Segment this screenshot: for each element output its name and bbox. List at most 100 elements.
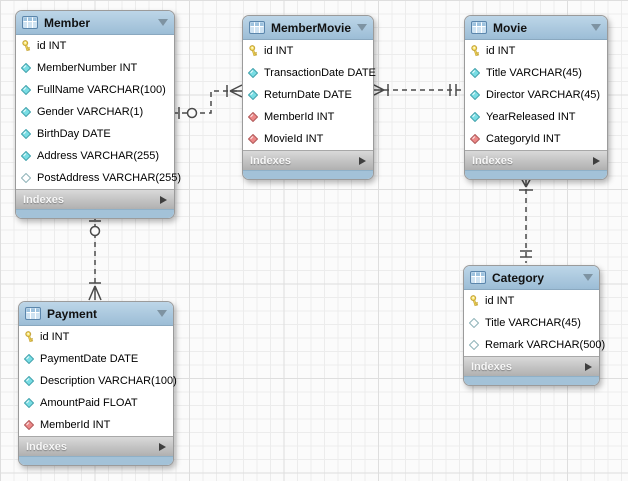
column-row[interactable]: Description VARCHAR(100): [19, 370, 177, 392]
indexes-section[interactable]: Indexes: [19, 436, 173, 456]
column-label: CategoryId INT: [486, 133, 561, 145]
indexes-label: Indexes: [26, 440, 67, 453]
column-label: MemberId INT: [40, 419, 111, 431]
column-label: Title VARCHAR(45): [486, 67, 582, 79]
column-row[interactable]: PostAddress VARCHAR(255): [16, 167, 181, 189]
indexes-section[interactable]: Indexes: [464, 356, 599, 376]
relationship-member-membermovie[interactable]: [173, 84, 243, 119]
table-icon: [471, 21, 487, 34]
column-row[interactable]: id INT: [465, 40, 607, 62]
indexes-section[interactable]: Indexes: [16, 189, 174, 209]
column-row[interactable]: MemberId INT: [243, 106, 373, 128]
column-row[interactable]: id INT: [19, 326, 173, 348]
column-icon: [21, 151, 32, 161]
column-label: id INT: [264, 45, 294, 57]
column-label: ReturnDate DATE: [264, 89, 352, 101]
column-list: id INT PaymentDate DATE Description VARC…: [19, 326, 177, 436]
collapse-triangle-icon[interactable]: [357, 24, 368, 31]
table-header[interactable]: Category: [464, 266, 599, 290]
collapse-triangle-icon[interactable]: [158, 19, 168, 26]
column-nullable-icon: [469, 340, 480, 350]
column-row[interactable]: ReturnDate DATE: [243, 84, 373, 106]
column-label: MemberId INT: [264, 111, 335, 123]
column-row[interactable]: AmountPaid FLOAT: [19, 392, 173, 414]
column-row[interactable]: Title VARCHAR(45): [465, 62, 607, 84]
column-icon: [470, 90, 481, 100]
table-header[interactable]: Movie: [465, 16, 607, 40]
foreign-key-icon: [248, 112, 259, 122]
column-row[interactable]: BirthDay DATE: [16, 123, 174, 145]
column-label: YearReleased INT: [486, 111, 576, 123]
table-movie[interactable]: Movie id INT Title VARCHAR(45): [464, 15, 608, 180]
table-category[interactable]: Category id INT Title VARCHAR(45) Remark: [463, 265, 605, 386]
column-row[interactable]: CategoryId INT: [465, 128, 607, 150]
table-icon: [22, 16, 38, 29]
column-label: FullName VARCHAR(100): [37, 84, 166, 96]
column-label: BirthDay DATE: [37, 128, 111, 140]
foreign-key-icon: [248, 134, 259, 144]
table-title: MemberMovie: [271, 20, 352, 35]
expand-arrow-icon: [159, 442, 166, 451]
column-label: id INT: [40, 331, 70, 343]
column-label: PostAddress VARCHAR(255): [37, 172, 182, 184]
column-label: Description VARCHAR(100): [40, 375, 177, 387]
table-icon: [470, 271, 486, 284]
column-label: Remark VARCHAR(500): [485, 339, 606, 351]
column-row[interactable]: PaymentDate DATE: [19, 348, 173, 370]
relationship-category-movie[interactable]: [519, 175, 533, 263]
primary-key-icon: [24, 331, 35, 343]
column-row[interactable]: id INT: [16, 35, 174, 57]
column-row[interactable]: FullName VARCHAR(100): [16, 79, 174, 101]
table-header[interactable]: Member: [16, 11, 174, 35]
column-label: AmountPaid FLOAT: [40, 397, 138, 409]
table-membermovie[interactable]: MemberMovie id INT TransactionDate DATE: [242, 15, 376, 180]
indexes-label: Indexes: [472, 154, 513, 167]
column-row[interactable]: MovieId INT: [243, 128, 373, 150]
column-label: id INT: [37, 40, 67, 52]
primary-key-icon: [470, 45, 481, 57]
column-label: Gender VARCHAR(1): [37, 106, 144, 118]
foreign-key-icon: [24, 420, 35, 430]
collapse-triangle-icon[interactable]: [583, 274, 593, 281]
column-icon: [470, 112, 481, 122]
table-title: Payment: [47, 306, 98, 321]
relationship-member-payment[interactable]: [88, 215, 102, 301]
column-label: TransactionDate DATE: [264, 67, 376, 79]
expand-arrow-icon: [593, 156, 600, 165]
relationship-movie-membermovie[interactable]: [371, 83, 463, 97]
indexes-section[interactable]: Indexes: [243, 150, 373, 170]
table-footer: [19, 456, 173, 465]
column-row[interactable]: TransactionDate DATE: [243, 62, 376, 84]
expand-arrow-icon: [359, 156, 366, 165]
table-footer: [243, 170, 373, 179]
collapse-triangle-icon[interactable]: [157, 310, 167, 317]
indexes-label: Indexes: [250, 154, 291, 167]
column-row[interactable]: Remark VARCHAR(500): [464, 334, 605, 356]
indexes-section[interactable]: Indexes: [465, 150, 607, 170]
table-payment[interactable]: Payment id INT PaymentDate DATE: [18, 301, 177, 466]
indexes-label: Indexes: [23, 193, 64, 206]
table-footer: [464, 376, 599, 385]
primary-key-icon: [248, 45, 259, 57]
table-header[interactable]: Payment: [19, 302, 173, 326]
column-row[interactable]: Gender VARCHAR(1): [16, 101, 174, 123]
column-icon: [21, 107, 32, 117]
column-label: Title VARCHAR(45): [485, 317, 581, 329]
column-row[interactable]: Address VARCHAR(255): [16, 145, 174, 167]
column-row[interactable]: id INT: [243, 40, 373, 62]
table-member[interactable]: Member id INT MemberNumber INT: [15, 10, 181, 219]
column-row[interactable]: YearReleased INT: [465, 106, 607, 128]
column-icon: [24, 398, 35, 408]
column-row[interactable]: MemberId INT: [19, 414, 173, 436]
column-row[interactable]: Title VARCHAR(45): [464, 312, 599, 334]
column-row[interactable]: MemberNumber INT: [16, 57, 174, 79]
table-title: Movie: [493, 20, 528, 35]
table-icon: [249, 21, 265, 34]
column-row[interactable]: id INT: [464, 290, 599, 312]
collapse-triangle-icon[interactable]: [591, 24, 601, 31]
column-row[interactable]: Director VARCHAR(45): [465, 84, 607, 106]
table-header[interactable]: MemberMovie: [243, 16, 373, 40]
indexes-label: Indexes: [471, 360, 512, 373]
